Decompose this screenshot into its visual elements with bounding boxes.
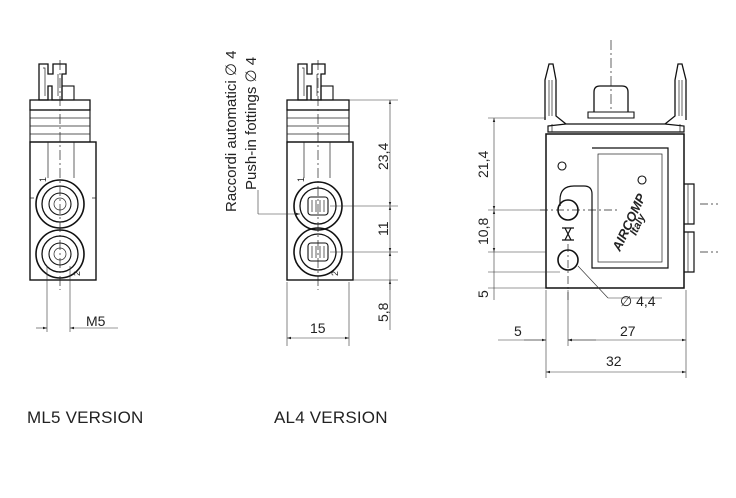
- side-dim-base-label: 5: [475, 290, 491, 298]
- al4-fittings-label-it: Raccordi automatici ∅ 4: [223, 51, 240, 212]
- al4-dim-width-label: 15: [310, 320, 326, 336]
- side-dim-lower-label: 10,8: [475, 218, 491, 245]
- al4-port-1-label: 1: [296, 177, 306, 182]
- ml5-caption: ML5 VERSION: [27, 408, 144, 427]
- side-dim-upper-label: 21,4: [475, 151, 491, 178]
- side-dim-span-label: 27: [620, 323, 636, 339]
- ml5-port-1-label: 1: [38, 177, 48, 182]
- al4-dim-top-label: 23,4: [375, 143, 391, 170]
- ml5-valve-drawing: [29, 60, 118, 332]
- ml5-port-2-label: 2: [72, 271, 82, 276]
- side-hole-label: ∅ 4,4: [620, 293, 656, 309]
- ml5-thread-label: M5: [86, 313, 106, 329]
- al4-fittings-label-en: Push-in fottings ∅ 4: [243, 57, 260, 190]
- al4-dim-mid-label: 11: [375, 221, 391, 236]
- side-dim-total-label: 32: [606, 353, 622, 369]
- al4-port-2-label: 2: [330, 271, 340, 276]
- al4-valve-drawing: [257, 60, 398, 346]
- al4-dim-bottom-label: 5,8: [375, 302, 391, 322]
- al4-caption: AL4 VERSION: [274, 408, 388, 427]
- side-view-drawing: [488, 40, 718, 378]
- side-dim-left-label: 5: [514, 323, 522, 339]
